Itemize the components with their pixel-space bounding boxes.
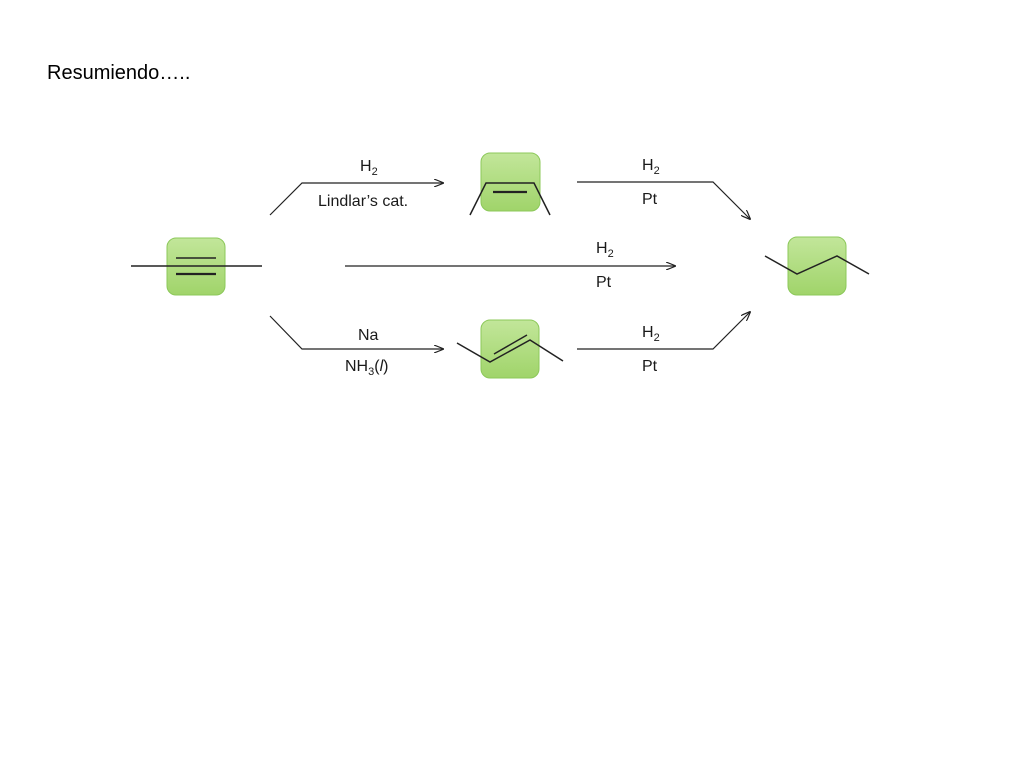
trans-hydrogenation-reagent: H2 bbox=[642, 324, 660, 344]
trans-alkene-highlight-box bbox=[480, 319, 540, 379]
alkane-highlight-box bbox=[787, 236, 847, 296]
lindlar-arrow: H2 Lindlar’s cat. bbox=[269, 158, 443, 216]
cis-alkene-highlight-box bbox=[480, 152, 541, 212]
dissolving-metal-reagent: Na bbox=[358, 327, 379, 344]
trans-alkene-molecule bbox=[456, 319, 564, 379]
alkane-molecule bbox=[764, 236, 870, 296]
trans-hydrogenation-catalyst: Pt bbox=[642, 358, 658, 375]
trans-hydrogenation-arrow: H2 Pt bbox=[577, 312, 750, 375]
direct-hydrogenation-arrow: H2 Pt bbox=[345, 240, 675, 291]
cis-alkene-molecule bbox=[469, 152, 551, 216]
cis-alkene-skeleton bbox=[469, 182, 551, 216]
cis-hydrogenation-reagent: H2 bbox=[642, 157, 660, 177]
trans-hydrogenation-arrow-line bbox=[577, 312, 750, 350]
cis-hydrogenation-arrow: H2 Pt bbox=[577, 157, 750, 219]
lindlar-catalyst: Lindlar’s cat. bbox=[318, 193, 408, 210]
slide-title: Resumiendo….. bbox=[47, 62, 191, 84]
cis-hydrogenation-arrow-line bbox=[577, 181, 750, 219]
alkyne-molecule bbox=[131, 237, 262, 296]
cis-hydrogenation-catalyst: Pt bbox=[642, 191, 658, 208]
trans-alkene-double-bond bbox=[493, 334, 528, 355]
dissolving-metal-arrow-line bbox=[269, 315, 443, 349]
direct-hydrogenation-reagent: H2 bbox=[596, 240, 614, 260]
dissolving-metal-arrow: Na NH3(l) bbox=[269, 315, 443, 378]
trans-alkene-skeleton bbox=[456, 339, 564, 363]
lindlar-arrow-line bbox=[269, 183, 443, 216]
dissolving-metal-solvent: NH3(l) bbox=[345, 358, 388, 378]
direct-hydrogenation-catalyst: Pt bbox=[596, 274, 612, 291]
alkane-skeleton bbox=[764, 255, 870, 275]
lindlar-reagent: H2 bbox=[360, 158, 378, 178]
